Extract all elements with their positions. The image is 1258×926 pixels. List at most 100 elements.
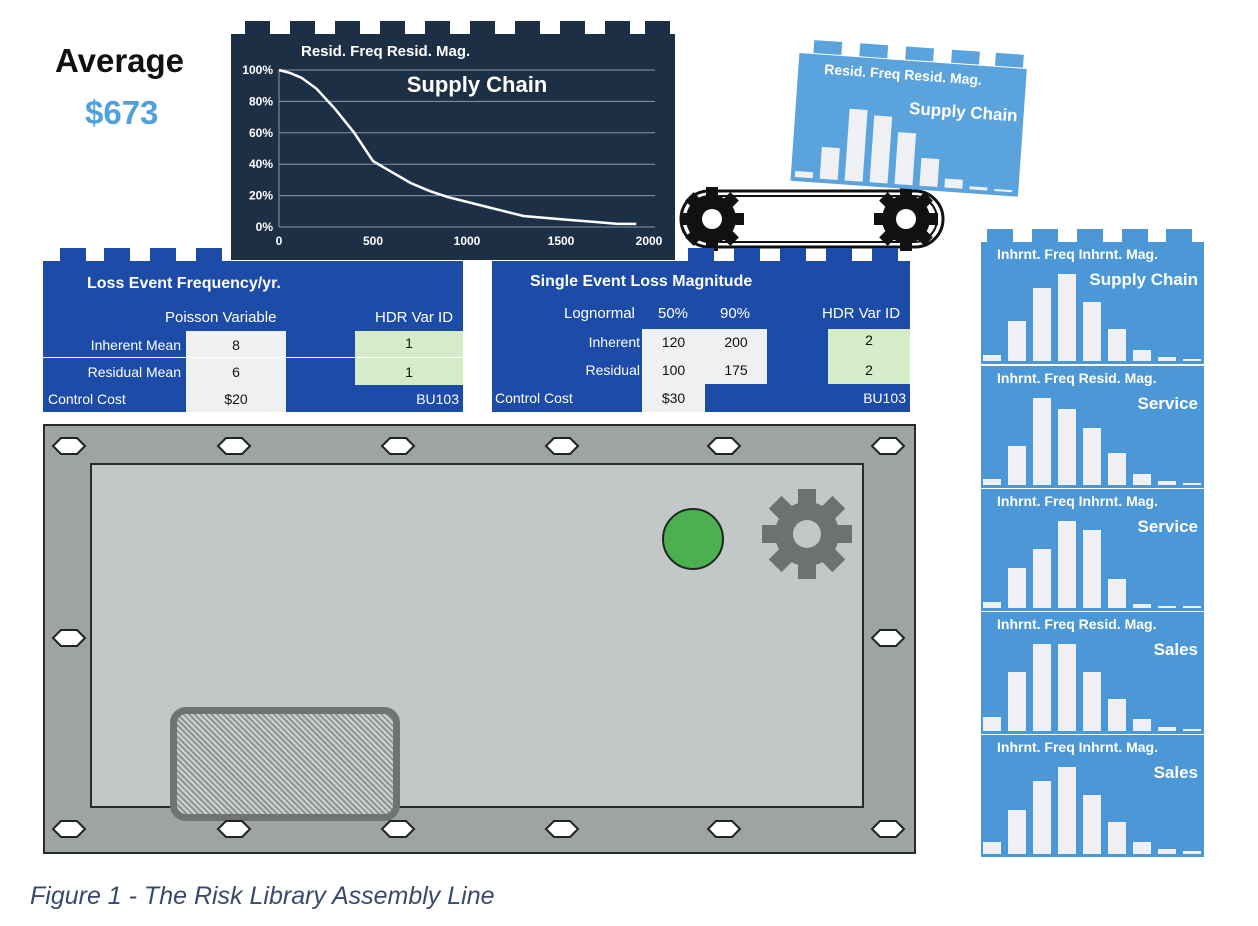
- y-tick-label: 0%: [256, 220, 274, 234]
- residual-hdr-id[interactable]: 1: [405, 364, 413, 380]
- residual-mean-value[interactable]: 6: [232, 364, 240, 380]
- histogram-bar: [944, 178, 963, 189]
- histogram-bar: [969, 186, 988, 191]
- figure-caption: Figure 1 - The Risk Library Assembly Lin…: [30, 882, 495, 910]
- control-cost-cell: [642, 384, 705, 412]
- inherent-label: Inherent: [588, 334, 640, 350]
- control-cost-value[interactable]: $20: [224, 391, 248, 407]
- panel-1: Inhrnt. Freq Inhrnt. Mag. Supply Chain: [981, 242, 1204, 364]
- lognormal-header: Lognormal: [564, 305, 635, 322]
- average-value: $673: [85, 94, 159, 131]
- histogram-bar: [983, 717, 1001, 731]
- histogram-bar: [1008, 568, 1026, 608]
- histogram-bar: [1108, 579, 1126, 608]
- main-chart-header: Resid. Freq Resid. Mag.: [301, 43, 470, 60]
- inherent-mean-value[interactable]: 8: [232, 337, 240, 353]
- panel-subtitle: Service: [1137, 517, 1199, 536]
- histogram-bar: [819, 146, 840, 181]
- panel-4: Inhrnt. Freq Resid. Mag. Sales: [981, 612, 1204, 734]
- loss-magnitude-title: Single Event Loss Magnitude: [530, 273, 753, 290]
- histogram-bar: [1008, 321, 1026, 361]
- histogram-bar: [1058, 521, 1076, 608]
- inherent-hdr-id-2[interactable]: 2: [865, 332, 873, 348]
- p50-header: 50%: [658, 305, 689, 322]
- main-chart-y-ticks: 100%80%60%40%20%0%: [242, 63, 273, 234]
- histogram-bar: [869, 115, 893, 184]
- panel-title: Inhrnt. Freq Resid. Mag.: [997, 616, 1157, 632]
- residual-hdr-id-2[interactable]: 2: [865, 362, 873, 378]
- bu-id-2: BU103: [863, 390, 906, 406]
- average-label: Average: [55, 42, 185, 79]
- y-tick-label: 20%: [249, 189, 273, 203]
- histogram-bar: [1008, 446, 1026, 485]
- panel-3: Inhrnt. Freq Inhrnt. Mag. Service: [981, 489, 1204, 611]
- bolt-icon: [51, 820, 87, 838]
- right-gear-icon: [874, 187, 938, 251]
- x-tick-label: 1000: [454, 234, 481, 248]
- hdr-var-id-header-2: HDR Var ID: [822, 305, 901, 322]
- value-column: [186, 331, 286, 412]
- settings-gear-icon[interactable]: [760, 487, 854, 581]
- bolt-icon: [544, 820, 580, 838]
- histogram-bar: [1083, 428, 1101, 485]
- histogram-bar: [1158, 481, 1176, 485]
- assembly-machine: [43, 424, 916, 854]
- inherent-hdr-id[interactable]: 1: [405, 335, 413, 351]
- hdr-column: [355, 331, 463, 385]
- histogram-bar: [1133, 474, 1151, 485]
- histogram-bar: [1033, 549, 1051, 608]
- panel-title: Inhrnt. Freq Inhrnt. Mag.: [997, 246, 1158, 262]
- bolt-icon: [870, 629, 906, 647]
- y-tick-label: 100%: [242, 63, 273, 77]
- panel-2: Inhrnt. Freq Resid. Mag. Service: [981, 366, 1204, 488]
- residual-p50[interactable]: 100: [661, 362, 686, 378]
- histogram-bar: [983, 479, 1001, 485]
- bolt-icon: [51, 629, 87, 647]
- bolt-icon: [706, 437, 742, 455]
- bolt-icon: [380, 820, 416, 838]
- histogram-bar: [1008, 672, 1026, 731]
- inherent-p50[interactable]: 120: [661, 334, 686, 350]
- histogram-bar: [1183, 729, 1201, 731]
- panel-subtitle: Sales: [1153, 763, 1198, 782]
- histogram-bar: [1108, 822, 1126, 854]
- main-chart-series-line: [278, 68, 637, 226]
- histogram-bar: [983, 355, 1001, 361]
- histogram-bar: [983, 602, 1001, 608]
- histogram-bar: [1133, 350, 1151, 361]
- histogram-bar: [1008, 810, 1026, 854]
- y-tick-label: 40%: [249, 157, 273, 171]
- bolt-icon: [380, 437, 416, 455]
- histogram-bar: [983, 842, 1001, 854]
- residual-p90[interactable]: 175: [724, 362, 748, 378]
- inherent-p90[interactable]: 200: [724, 334, 748, 350]
- loss-magnitude-table: Single Event Loss Magnitude Lognormal 50…: [492, 261, 910, 412]
- histogram-bar: [919, 157, 940, 188]
- control-cost-label: Control Cost: [48, 391, 126, 407]
- bolt-icon: [870, 820, 906, 838]
- panel-title: Inhrnt. Freq Inhrnt. Mag.: [997, 739, 1158, 755]
- y-tick-label: 60%: [249, 126, 273, 140]
- p90-header: 90%: [720, 305, 751, 322]
- tilted-panel-title: Resid. Freq Resid. Mag.: [823, 60, 983, 88]
- status-light[interactable]: [662, 508, 724, 570]
- machine-window: [170, 707, 400, 821]
- tilted-panel-subtitle: Supply Chain: [908, 98, 1019, 126]
- histogram-bar: [1083, 530, 1101, 608]
- histogram-bar: [1158, 727, 1176, 731]
- panel-title: Inhrnt. Freq Resid. Mag.: [997, 370, 1157, 386]
- inherent-mean-label: Inherent Mean: [90, 337, 181, 353]
- histogram-bar: [1108, 329, 1126, 361]
- bu-id: BU103: [416, 391, 459, 407]
- histogram-bar: [994, 188, 1013, 193]
- histogram-bar: [1083, 672, 1101, 731]
- histogram-bar: [1058, 644, 1076, 731]
- bolt-icon: [706, 820, 742, 838]
- histogram-bar: [1033, 644, 1051, 731]
- row-divider: [43, 357, 463, 358]
- histogram-bar: [1033, 398, 1051, 485]
- loss-frequency-title: Loss Event Frequency/yr.: [87, 275, 281, 292]
- histogram-bar: [1183, 359, 1201, 361]
- control-cost-value-2[interactable]: $30: [661, 390, 686, 406]
